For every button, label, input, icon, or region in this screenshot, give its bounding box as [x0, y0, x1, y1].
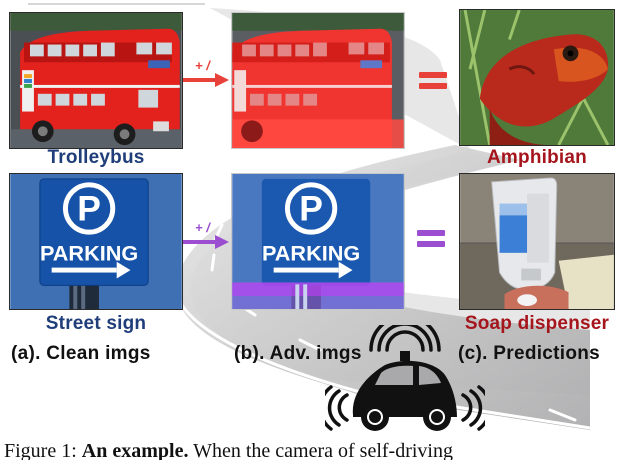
parking-sign-adv-image-icon: P PARKING: [232, 174, 404, 309]
bus-adv-image-icon: [232, 13, 404, 148]
prediction-image-soap-dispenser: [459, 173, 615, 310]
clean-label-row1: Trolleybus: [47, 147, 145, 168]
perturbation-symbol-row2: + /: [195, 220, 210, 235]
svg-text:P: P: [77, 188, 101, 228]
equals-icon: [419, 72, 447, 94]
prediction-image-frog: [459, 9, 615, 146]
prediction-label-row1: Amphibian: [487, 147, 587, 168]
soap-dispenser-image-icon: [460, 174, 614, 309]
caption-prefix: Figure 1:: [4, 440, 82, 460]
frog-image-icon: [460, 10, 614, 145]
perturbation-symbol-row1: + /: [195, 58, 210, 73]
figure-1: Trolleybus P PARKING Street sign + / + /: [9, 3, 615, 431]
clean-image-parking-sign: P PARKING: [9, 173, 183, 310]
svg-text:PARKING: PARKING: [262, 241, 360, 266]
column-title-predictions: (c). Predictions: [458, 343, 601, 364]
column-title-adversarial: (b). Adv. imgs: [234, 343, 362, 364]
svg-text:PARKING: PARKING: [40, 241, 138, 266]
svg-text:P: P: [299, 188, 323, 228]
parking-sign-image-icon: P PARKING: [10, 174, 182, 309]
column-title-clean: (a). Clean imgs: [11, 343, 151, 364]
adv-image-parking-sign: P PARKING: [231, 173, 405, 310]
arrow-right-icon: [183, 73, 229, 87]
arrow-right-icon: [183, 235, 229, 249]
bus-image-icon: [10, 13, 182, 148]
clean-label-row2: Street sign: [45, 313, 147, 334]
equals-icon: [417, 230, 445, 252]
caption-bold: An example.: [81, 440, 189, 460]
self-driving-car-icon: [325, 325, 485, 431]
figure-caption: Figure 1: An example. When the camera of…: [4, 440, 640, 460]
prediction-label-row2: Soap dispenser: [464, 313, 610, 334]
clean-image-bus: [9, 12, 183, 149]
adv-image-bus: [231, 12, 405, 149]
caption-rest: When the camera of self-driving: [188, 440, 453, 460]
